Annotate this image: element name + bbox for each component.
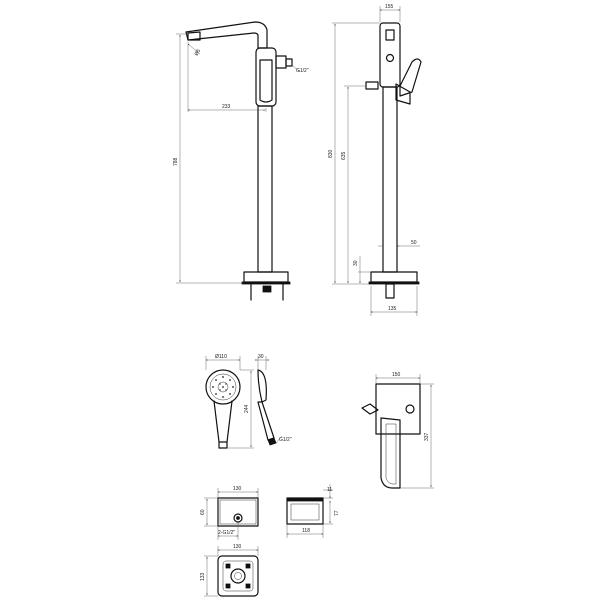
dim-box-b-depth: 11 [327, 487, 332, 493]
hand-shower-front: Ø110 244 [205, 354, 254, 449]
mixer-lever-inner [385, 423, 397, 485]
front-column [257, 105, 273, 273]
box-c-inner [222, 560, 254, 592]
front-inlet [262, 285, 272, 293]
front-view: Ø5 G1/2" 233 788 [173, 21, 309, 301]
box-a-port-core [236, 516, 240, 520]
box-b-front [286, 497, 324, 502]
side-head-port [385, 53, 395, 63]
dim-front-top-dia: Ø5 [194, 48, 203, 57]
box-a-inner [219, 499, 257, 525]
dim-hand-head-dia: Ø110 [215, 354, 227, 360]
dim-box-b-height: 77 [334, 510, 340, 516]
front-spout [185, 21, 268, 49]
side-base-stub [385, 283, 395, 299]
hand-handle [213, 400, 233, 443]
side-head-detail [385, 29, 395, 41]
dim-box-a-width: 130 [233, 486, 242, 492]
dim-box-c-height: 133 [200, 572, 206, 581]
dim-mixer-width: 150 [392, 372, 401, 378]
hand-shower-side: 30 G1/2" [254, 354, 292, 446]
dim-side-top-width: 155 [385, 4, 394, 10]
box-c-corner-bl [225, 583, 231, 589]
hand-head-center [217, 381, 229, 393]
hand-side-handle [257, 401, 275, 441]
dim-box-c-width: 130 [233, 544, 242, 550]
box-c-corner-br [245, 583, 251, 589]
hand-head-ring [209, 373, 237, 401]
front-connector-nut [285, 58, 293, 67]
mixer-lever [380, 417, 401, 489]
dim-front-thread: G1/2" [296, 68, 309, 74]
mixer-outlet [405, 404, 415, 414]
box-c-corner-tl [225, 563, 231, 569]
hand-side-head [257, 369, 267, 403]
dim-box-a-thread: 2-G1/2" [218, 530, 235, 536]
dim-hand-thread: G1/2" [279, 437, 292, 443]
front-base-plate [243, 271, 289, 283]
box-c-center-inner [234, 572, 242, 580]
wall-mixer: 150 337 [361, 372, 434, 489]
side-base-plate [370, 271, 418, 283]
box-b-inner [290, 503, 320, 521]
dim-box-b-width: 118 [302, 528, 310, 534]
mixer-plate [375, 383, 421, 435]
dim-box-a-height: 60 [200, 509, 206, 515]
mixer-hook [361, 403, 379, 415]
front-valve-body [255, 47, 277, 107]
box-c-outer [217, 555, 259, 597]
front-spout-tip [187, 31, 201, 41]
side-lever-base [395, 83, 411, 105]
side-lever [399, 58, 422, 97]
front-handle [259, 59, 273, 103]
dim-side-height-total: 830 [328, 149, 334, 158]
box-top-view: 130 133 [200, 544, 259, 597]
box-side-view: 11 77 118 [286, 484, 340, 538]
hand-handle-end [218, 441, 228, 449]
side-view: 155 830 635 50 30 135 [328, 4, 422, 316]
side-column [382, 86, 398, 273]
box-c-corner-tr [245, 563, 251, 569]
dim-front-spout-reach: 233 [222, 104, 231, 110]
hand-head-nozzles [212, 376, 234, 398]
box-c-center-ring [230, 568, 246, 584]
dim-hand-depth: 30 [258, 354, 264, 360]
hand-head-outer [205, 369, 241, 405]
dim-mixer-height: 337 [424, 432, 430, 441]
dim-side-height-inlet: 635 [341, 151, 347, 160]
dim-front-height: 788 [173, 157, 179, 166]
side-inlet-nut [365, 81, 379, 90]
dim-side-pipe-offset: 50 [411, 240, 417, 246]
dim-side-base-height: 30 [353, 260, 359, 266]
dim-hand-length: 244 [244, 404, 250, 413]
box-front-view: 130 60 2-G1/2" [200, 486, 259, 540]
front-connector [275, 55, 287, 69]
dim-side-base-width: 135 [388, 306, 397, 312]
